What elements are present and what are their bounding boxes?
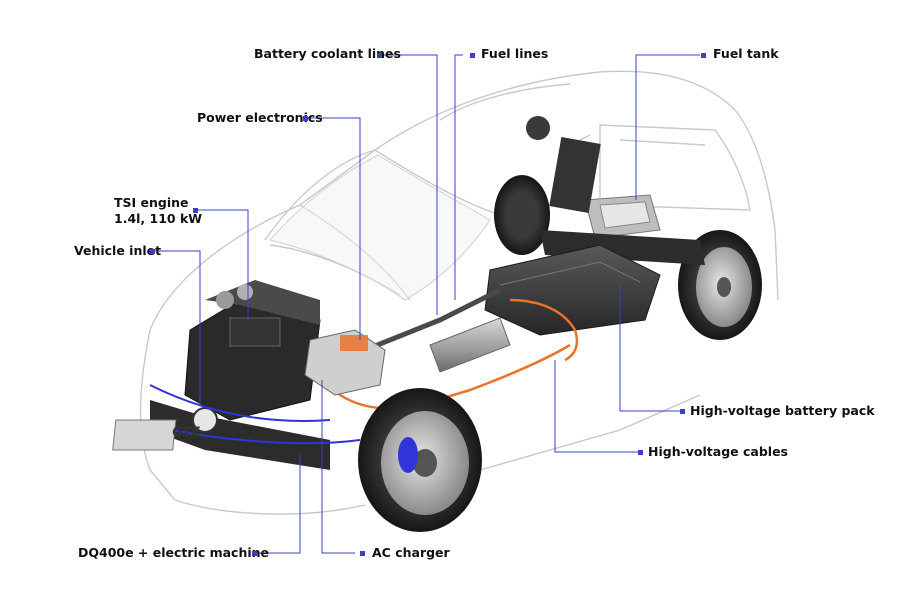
label-dq400e: DQ400e + electric machine [78, 545, 270, 560]
label-vehicle-inlet: Vehicle inlet [74, 243, 162, 258]
leader-tsi-engine [197, 209, 249, 320]
label-fuel-lines: Fuel lines [481, 46, 549, 61]
dot-fuel-lines [470, 53, 475, 58]
exhaust-muffler [429, 317, 511, 373]
label-ac-charger: AC charger [372, 545, 450, 560]
label-battery-coolant-lines: Battery coolant lines [254, 46, 401, 61]
dot-high-voltage-cables [638, 450, 643, 455]
dot-high-voltage-battery-pack [680, 409, 685, 414]
dot-ac-charger [360, 551, 365, 556]
dot-tsi-engine [193, 208, 198, 213]
front-grille [112, 400, 361, 470]
dot-dq400e [252, 551, 257, 556]
fuel-lines-tube [364, 287, 502, 353]
front-wheel [358, 388, 482, 532]
rear-left-wheel [494, 175, 550, 255]
tsi-engine [184, 280, 321, 421]
dot-vehicle-inlet [150, 249, 155, 254]
leader-power-electronics [305, 117, 361, 340]
label-tsi-engine-1: TSI engine [114, 195, 189, 210]
grille-badge: GTE [171, 425, 201, 440]
leader-fuel-lines [454, 54, 463, 300]
label-fuel-tank: Fuel tank [713, 46, 779, 61]
leader-hv-battery [619, 285, 680, 412]
leader-hv-cables [554, 360, 640, 453]
leader-dq400e [255, 455, 301, 554]
leader-vehicle-inlet [152, 250, 201, 405]
label-power-electronics: Power electronics [197, 110, 323, 125]
dot-battery-coolant-lines [377, 53, 382, 58]
leader-ac-charger [321, 380, 355, 554]
accent-line [149, 384, 331, 422]
fuel-tank [584, 194, 661, 239]
leader-lines [152, 54, 700, 554]
dot-power-electronics [303, 116, 308, 121]
dot-fuel-tank [701, 53, 706, 58]
windshield [269, 154, 491, 301]
leader-battery-coolant [380, 54, 438, 315]
leader-fuel-tank [635, 54, 700, 200]
power-electronics [304, 329, 386, 396]
high-voltage-battery-pack [484, 244, 661, 336]
label-high-voltage-battery-pack: High-voltage battery pack [690, 403, 875, 418]
label-tsi-engine-2: 1.4l, 110 kW [114, 211, 203, 226]
rear-subframe [526, 116, 705, 265]
label-high-voltage-cables: High-voltage cables [648, 444, 788, 459]
